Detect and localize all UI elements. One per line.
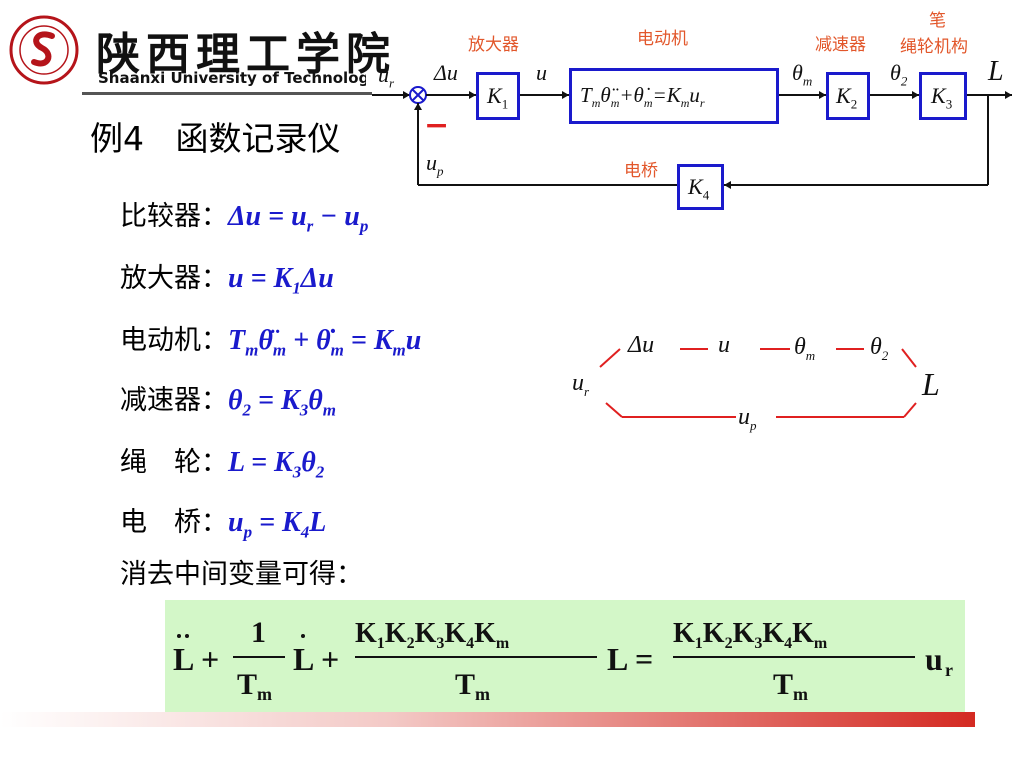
eq-comparator: 比较器：Δu = ur − up (120, 201, 369, 236)
university-name-cn: 陕西理工学院 (96, 29, 396, 80)
minus-sign: − (424, 108, 450, 143)
signal-ur: ur (378, 62, 395, 91)
label-pen: 笔 (929, 11, 946, 31)
svg-text:m: m (793, 684, 808, 704)
svg-text:1: 1 (251, 616, 266, 649)
signal-L: L (988, 56, 1004, 87)
university-seal (8, 14, 80, 86)
university-name-en: Shaanxi University of Technology (98, 69, 366, 87)
label-rope-wheel: 绳轮机构 (900, 37, 968, 57)
signal-up: up (426, 150, 444, 179)
eq-reducer: 减速器：θ2 = K3θm (120, 385, 336, 420)
sfg-L: L (922, 366, 940, 402)
conclusion-text: 消去中间变量可得： (120, 559, 363, 590)
svg-text:T: T (455, 668, 475, 701)
svg-text:u: u (925, 641, 943, 677)
svg-text:K1K2K3K4Km: K1K2K3K4Km (355, 618, 510, 652)
label-amplifier: 放大器 (468, 35, 519, 55)
svg-text:T: T (237, 668, 257, 701)
block-motor: Tmθ̈m+θ̇m=Kmur (569, 68, 779, 124)
bottom-bar (0, 712, 975, 727)
signal-flow-graph (599, 348, 917, 418)
signal-u: u (536, 60, 547, 85)
label-motor: 电动机 (637, 29, 688, 49)
signal-theta-2: θ2 (890, 60, 908, 89)
svg-text:m: m (475, 684, 490, 704)
svg-text:+: + (321, 641, 339, 677)
eq-rope-wheel: 绳 轮：L = K3θ2 (120, 447, 325, 482)
svg-text:r: r (945, 660, 953, 680)
svg-text:L: L (173, 641, 194, 677)
sfg-theta-m: θm (794, 334, 816, 363)
sfg-ur: ur (572, 370, 590, 399)
sfg-up: up (738, 404, 757, 433)
svg-text:T: T (773, 668, 793, 701)
block-k3: K3 (919, 72, 967, 120)
sfg-theta-2: θ2 (870, 334, 889, 363)
signal-theta-m: θm (792, 60, 813, 89)
signal-delta-u: Δu (434, 60, 458, 85)
sfg-delta-u: Δu (628, 332, 655, 358)
svg-text:K1K2K3K4Km: K1K2K3K4Km (673, 618, 828, 652)
header-rule (82, 92, 372, 95)
svg-text:m: m (257, 684, 272, 704)
svg-text:L: L (607, 641, 628, 677)
svg-text:+: + (201, 641, 219, 677)
block-k1: K1 (476, 72, 520, 120)
sfg-u: u (718, 332, 730, 358)
block-k4: K4 (677, 164, 724, 210)
svg-text:=: = (635, 641, 653, 677)
eq-bridge: 电 桥：up = K4L (120, 507, 327, 542)
eq-amplifier: 放大器：u = K1Δu (120, 263, 334, 298)
svg-text:L: L (293, 641, 314, 677)
label-bridge: 电桥 (624, 161, 658, 181)
label-reducer: 减速器 (815, 35, 866, 55)
block-k2: K2 (826, 72, 870, 120)
eq-motor: 电动机：Tmθ̈m + θ̇m = Kmu (120, 325, 422, 360)
block-diagram (372, 86, 1012, 189)
page-title: 例4 函数记录仪 (90, 119, 341, 158)
